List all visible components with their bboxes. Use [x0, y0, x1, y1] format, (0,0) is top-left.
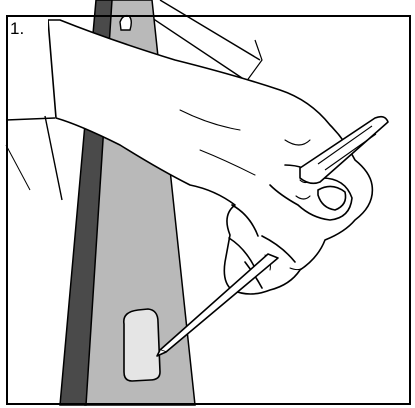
floor-line-icon [6, 116, 62, 200]
hinge-plate-icon [124, 309, 160, 381]
step-number-label: 1. [6, 15, 48, 42]
